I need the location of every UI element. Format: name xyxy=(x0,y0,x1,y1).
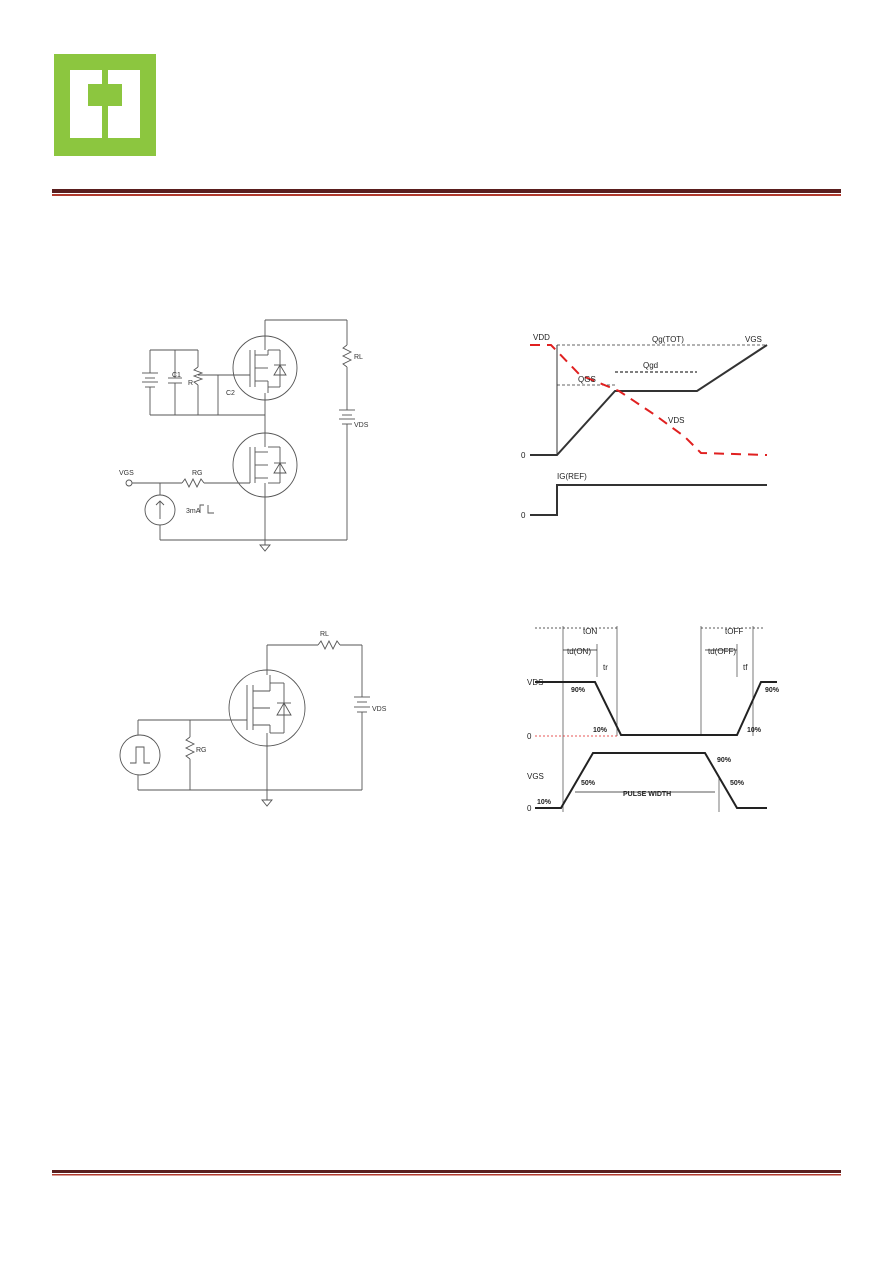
r-label: R xyxy=(188,380,193,387)
company-logo-icon xyxy=(54,54,156,156)
tf-label: tf xyxy=(743,663,748,672)
header-divider xyxy=(52,189,841,196)
vgs-label: VGS xyxy=(119,470,134,477)
pct-50-right: 50% xyxy=(730,780,745,787)
td-off-label: td(OFF) xyxy=(708,647,736,656)
rl-label: RL xyxy=(354,354,363,361)
pct-90-bottom: 90% xyxy=(717,757,732,764)
ig-ref-label: IG(REF) xyxy=(557,472,587,481)
pct-10-bottom: 10% xyxy=(537,799,552,806)
vds-wave-label: VDS xyxy=(668,416,684,425)
zero-bottom-label: 0 xyxy=(521,511,526,520)
qg-tot-label: Qg(TOT) xyxy=(652,335,684,344)
pct-10-left: 10% xyxy=(593,727,608,734)
qgd-label: Qgd xyxy=(643,361,658,370)
pct-90-right: 90% xyxy=(765,687,780,694)
pct-10-right: 10% xyxy=(747,727,762,734)
c2-label: C2 xyxy=(226,390,235,397)
rl-label: RL xyxy=(320,631,329,638)
pct-50-left: 50% xyxy=(581,780,596,787)
vds-top-label: VDS xyxy=(527,678,543,687)
vds-label: VDS xyxy=(372,706,387,713)
zero-top-label: 0 xyxy=(527,732,532,741)
zero-top-label: 0 xyxy=(521,451,526,460)
switching-waveform: tON tOFF td(ON) tr td(OFF) tf VDS 90% 90… xyxy=(527,626,780,813)
tr-label: tr xyxy=(603,663,608,672)
vgs-bottom-label: VGS xyxy=(527,772,544,781)
vds-label: VDS xyxy=(354,422,369,429)
gate-charge-waveform: VDD Qg(TOT) VGS QGS Qgd VDS 0 IG(REF) 0 xyxy=(521,333,768,520)
rg-label: RG xyxy=(196,747,207,754)
switching-test-circuit: RL VDS RG xyxy=(119,631,387,807)
vgs-wave-label: VGS xyxy=(745,335,762,344)
gate-charge-test-circuit: C1 R C2 RL VDS VGS RG 3mA xyxy=(119,319,369,552)
c1-label: C1 xyxy=(172,372,181,379)
rg-label: RG xyxy=(192,470,203,477)
td-on-label: td(ON) xyxy=(567,647,591,656)
current-source-label: 3mA xyxy=(186,508,201,515)
ton-label: tON xyxy=(583,627,597,636)
zero-bottom-label: 0 xyxy=(527,804,532,813)
vdd-label: VDD xyxy=(533,333,550,342)
footer-divider xyxy=(52,1170,841,1176)
pct-90-left: 90% xyxy=(571,687,586,694)
qgs-label: QGS xyxy=(578,375,596,384)
pulse-width-label: PULSE WIDTH xyxy=(623,791,671,798)
toff-label: tOFF xyxy=(725,627,743,636)
